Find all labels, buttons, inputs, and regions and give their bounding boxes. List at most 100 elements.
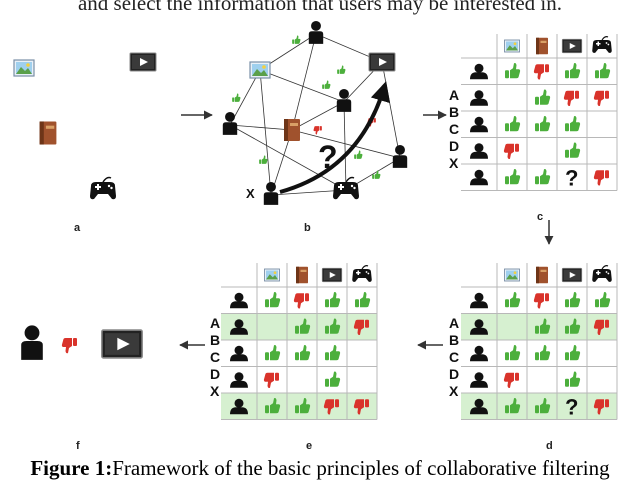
- matrix-e-thumb-up: [325, 371, 341, 387]
- matrix-d-thumb-up: [535, 318, 551, 334]
- panel-b-rating-thumb: [292, 35, 301, 44]
- matrix-e-thumb-up: [265, 292, 281, 308]
- matrix-d-thumb-up: [535, 345, 551, 361]
- panel-a-book-icon: [39, 121, 57, 145]
- panel-b-rating-thumb: [259, 155, 268, 164]
- matrix-c-thumb-up: [535, 116, 551, 132]
- panel-f-user: [21, 325, 43, 360]
- panel-b-rating-thumb: [372, 170, 381, 179]
- matrix-c-thumb-up: [505, 116, 521, 132]
- matrix-c-row-label: X: [449, 155, 459, 171]
- panel-b-rating-thumb: [322, 80, 331, 89]
- matrix-e-thumb-up: [325, 318, 341, 334]
- panel-f-video-icon: [101, 329, 143, 359]
- matrix-d-thumb-up: [565, 345, 581, 361]
- matrix-c-thumb-down: [533, 64, 549, 80]
- matrix-e-row-label: B: [210, 332, 221, 348]
- panel-b-edge: [259, 69, 345, 103]
- matrix-c-thumb-up: [565, 63, 581, 79]
- panel-a-gamepad-icon: [90, 176, 116, 200]
- matrix-e-user-D: [230, 372, 248, 388]
- matrix-c-user-X: [470, 169, 488, 186]
- matrix-c-header-video-icon: [561, 38, 583, 54]
- panel-b-video-icon: [368, 52, 396, 72]
- panel-b-rating-thumb: [232, 93, 241, 102]
- figure-caption-label: Figure 1:: [30, 456, 113, 480]
- matrix-e-header-gamepad-icon: [352, 265, 372, 282]
- matrix-e-thumb-up: [295, 398, 311, 414]
- matrix-d-row-label: D: [449, 366, 460, 382]
- matrix-c-thumb-up: [535, 169, 551, 185]
- panel-label-b: b: [304, 222, 311, 234]
- matrix-e-header-picture-icon: [264, 268, 280, 282]
- matrix-c-thumb-down: [593, 170, 609, 186]
- matrix-c-thumb-up: [535, 89, 551, 105]
- matrix-d-row-label: B: [449, 332, 460, 348]
- panel-b-rating-thumb: [354, 150, 363, 159]
- matrix-c-row-label: A: [449, 87, 460, 103]
- matrix-e-row-label: X: [210, 383, 220, 399]
- matrix-c-header-picture-icon: [504, 39, 520, 53]
- matrix-e-thumb-down: [353, 319, 369, 335]
- matrix-d-row-label: A: [449, 315, 460, 331]
- panel-b-prediction-arrow: [279, 81, 391, 194]
- matrix-e-thumb-up: [265, 398, 281, 414]
- matrix-d-header-picture-icon: [504, 268, 520, 282]
- matrix-c-thumb-up: [505, 169, 521, 185]
- matrix-d-thumb-up: [505, 292, 521, 308]
- panel-b-user-x: [263, 181, 279, 205]
- panel-b-user-1: [308, 20, 324, 44]
- panel-b-edge: [229, 69, 261, 126]
- matrix-e-thumb-up: [325, 292, 341, 308]
- matrix-d-thumb-down: [533, 293, 549, 309]
- matrix-e-user-B: [230, 319, 248, 335]
- matrix-e-thumb-down: [323, 399, 339, 415]
- panel-label-e: e: [306, 440, 313, 452]
- panel-a-picture-icon: [13, 59, 35, 77]
- panel-label-a: a: [74, 222, 81, 234]
- matrix-d-thumb-up: [505, 345, 521, 361]
- matrix-d-user-C: [470, 345, 488, 362]
- matrix-e-row-label: D: [210, 366, 221, 382]
- figure-caption-text: Framework of the basic principles of col…: [112, 456, 610, 480]
- matrix-e-thumb-up: [265, 345, 281, 361]
- panel-b-user-4: [392, 144, 408, 168]
- matrix-d-header-book-icon: [536, 266, 548, 284]
- matrix-d-user-X: [470, 398, 488, 415]
- panel-b-user-3: [336, 88, 352, 112]
- matrix-e-user-X: [230, 398, 248, 415]
- matrix-d-thumb-down: [503, 372, 519, 388]
- matrix-d-thumb-up: [565, 371, 581, 387]
- matrix-e-thumb-up: [325, 345, 341, 361]
- matrix-e-thumb-up: [295, 318, 311, 334]
- matrix-c-row-label: C: [449, 121, 460, 137]
- matrix-c-header-book-icon: [536, 37, 548, 55]
- matrix-e-thumb-up: [295, 345, 311, 361]
- matrix-c-thumb-down: [593, 90, 609, 106]
- matrix-c-thumb-down: [503, 143, 519, 159]
- panel-b-question-mark: ?: [318, 139, 338, 175]
- matrix-c-user-A: [470, 63, 488, 80]
- panel-b-edge: [380, 61, 401, 159]
- panel-b-edge: [291, 101, 345, 131]
- matrix-e-thumb-down: [353, 399, 369, 415]
- figure-caption: Figure 1:Framework of the basic principl…: [0, 456, 640, 481]
- panel-b-edge: [229, 124, 347, 191]
- matrix-c-thumb-up: [565, 116, 581, 132]
- matrix-d-thumb-up: [595, 292, 611, 308]
- matrix-d-row-label: X: [449, 383, 459, 399]
- matrix-d-thumb-up: [535, 398, 551, 414]
- matrix-c-thumb-up: [565, 142, 581, 158]
- panel-a-video-icon: [129, 52, 157, 72]
- panel-b-picture-icon: [249, 61, 271, 79]
- panel-label-f: f: [76, 440, 80, 452]
- matrix-d-thumb-up: [565, 292, 581, 308]
- matrix-e-user-A: [230, 292, 248, 309]
- matrix-d-unknown-rating: ?: [565, 394, 578, 419]
- panel-b-edge: [257, 69, 272, 196]
- panel-b-rating-thumb: [313, 126, 322, 135]
- matrix-c-row-label: B: [449, 104, 460, 120]
- matrix-c-user-B: [470, 90, 488, 106]
- matrix-c-row-label: D: [449, 138, 460, 154]
- panel-b-edge: [290, 33, 317, 131]
